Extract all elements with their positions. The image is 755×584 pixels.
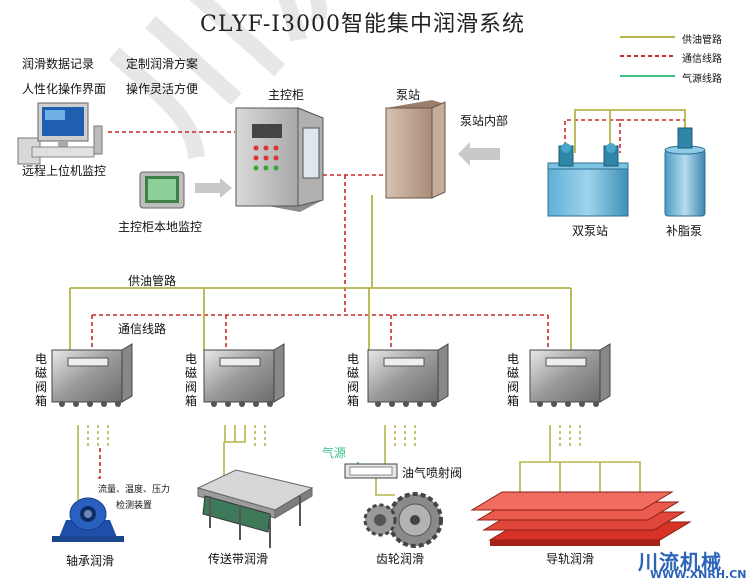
- solenoid-label-4: 电磁阀箱: [506, 352, 519, 408]
- oil-air-valve-label: 油气喷射阀: [402, 466, 463, 480]
- control-cabinet-icon: [235, 107, 324, 212]
- remote-monitor-label: 远程上位机监控: [22, 164, 107, 178]
- bearing-label: 轴承润滑: [66, 554, 115, 568]
- gear-label: 齿轮润滑: [376, 552, 425, 566]
- solenoid-box-3: [367, 343, 449, 407]
- solenoid-label-1: 电磁阀箱: [34, 352, 47, 408]
- control-cabinet-label: 主控柜: [268, 88, 305, 102]
- bearing-icon: [52, 497, 124, 542]
- legend-comm-label: 通信线路: [682, 54, 722, 65]
- oil-air-valve-icon: [344, 463, 398, 479]
- solenoid-label-2: 电磁阀箱: [184, 352, 197, 408]
- guide-rail-icon: [470, 491, 692, 546]
- oil-lines: [69, 109, 686, 350]
- grease-pump-label: 补脂泵: [666, 224, 703, 238]
- outlet-lines: [77, 425, 641, 500]
- grease-pump-icon: [664, 127, 706, 217]
- arrow-icons: [195, 142, 500, 198]
- legend: [620, 36, 675, 77]
- air-source-label: 气源: [322, 446, 347, 460]
- solenoid-box-2: [203, 343, 285, 407]
- pump-station-icon: [385, 100, 446, 199]
- oil-pipe-label: 供油管路: [128, 274, 177, 288]
- feature-ui: 人性化操作界面: [22, 82, 107, 96]
- local-monitor-label: 主控柜本地监控: [118, 220, 203, 234]
- conveyor-icon: [196, 469, 314, 548]
- dual-pump-station-icon: [547, 143, 629, 217]
- solenoid-box-1: [51, 343, 133, 407]
- remote-pc-icon: [17, 102, 103, 165]
- sensor-label-1: 流量、温度、压力: [98, 485, 171, 495]
- conveyor-label: 传送带润滑: [208, 552, 269, 566]
- solenoid-label-3: 电磁阀箱: [346, 352, 359, 408]
- brand-url: WWW.XNRH.CN: [650, 568, 747, 581]
- brand-name: 川流机械: [638, 550, 722, 574]
- pump-station-label: 泵站: [396, 88, 421, 102]
- pump-inside-label: 泵站内部: [460, 114, 509, 128]
- local-hmi-icon: [139, 171, 185, 209]
- dual-pump-label: 双泵站: [572, 224, 609, 238]
- feature-data-log: 润滑数据记录: [22, 57, 95, 71]
- comm-line-label: 通信线路: [118, 322, 167, 336]
- solenoid-box-4: [529, 343, 611, 407]
- feature-custom-plan: 定制润滑方案: [126, 57, 199, 71]
- feature-flexible: 操作灵活方便: [126, 82, 199, 96]
- guide-rail-label: 导轨润滑: [546, 552, 595, 566]
- legend-oil-label: 供油管路: [682, 35, 722, 46]
- legend-air-label: 气源线路: [682, 74, 722, 85]
- sensor-label-2: 检测装置: [116, 501, 153, 511]
- gear-icon: [363, 492, 443, 548]
- page-title: CLYF-I3000智能集中润滑系统: [200, 12, 525, 37]
